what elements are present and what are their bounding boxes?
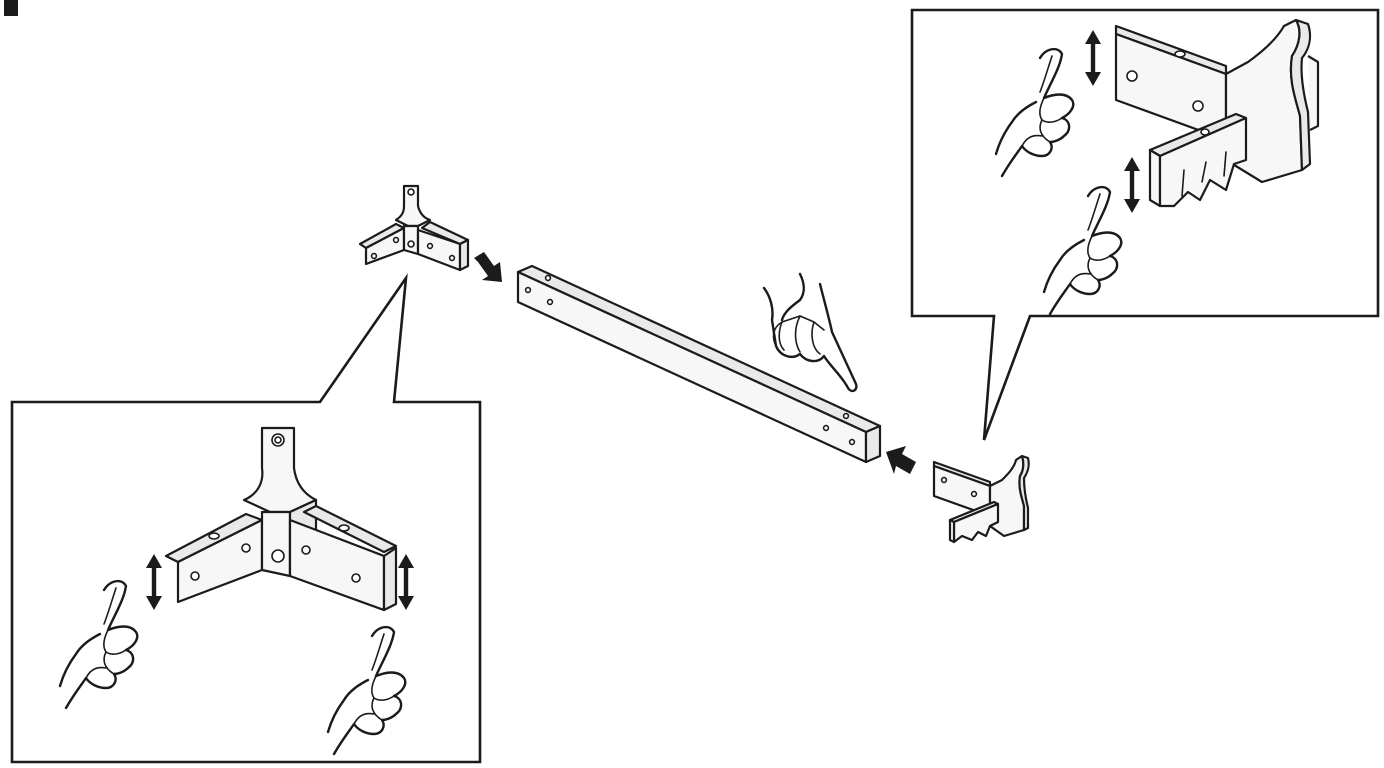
insert-arrow-icon xyxy=(886,446,916,474)
end-bracket-detail-callout xyxy=(910,8,1380,441)
end-bracket-detail xyxy=(1114,18,1320,208)
crossbar-rail xyxy=(516,264,882,464)
hand-grip-icon xyxy=(762,272,858,393)
end-bracket xyxy=(932,454,1030,544)
step-marker xyxy=(4,0,18,16)
insert-arrow-icon xyxy=(474,252,502,282)
corner-bracket xyxy=(358,184,470,272)
corner-bracket-detail-callout xyxy=(10,273,482,764)
corner-bracket-detail xyxy=(164,426,398,612)
